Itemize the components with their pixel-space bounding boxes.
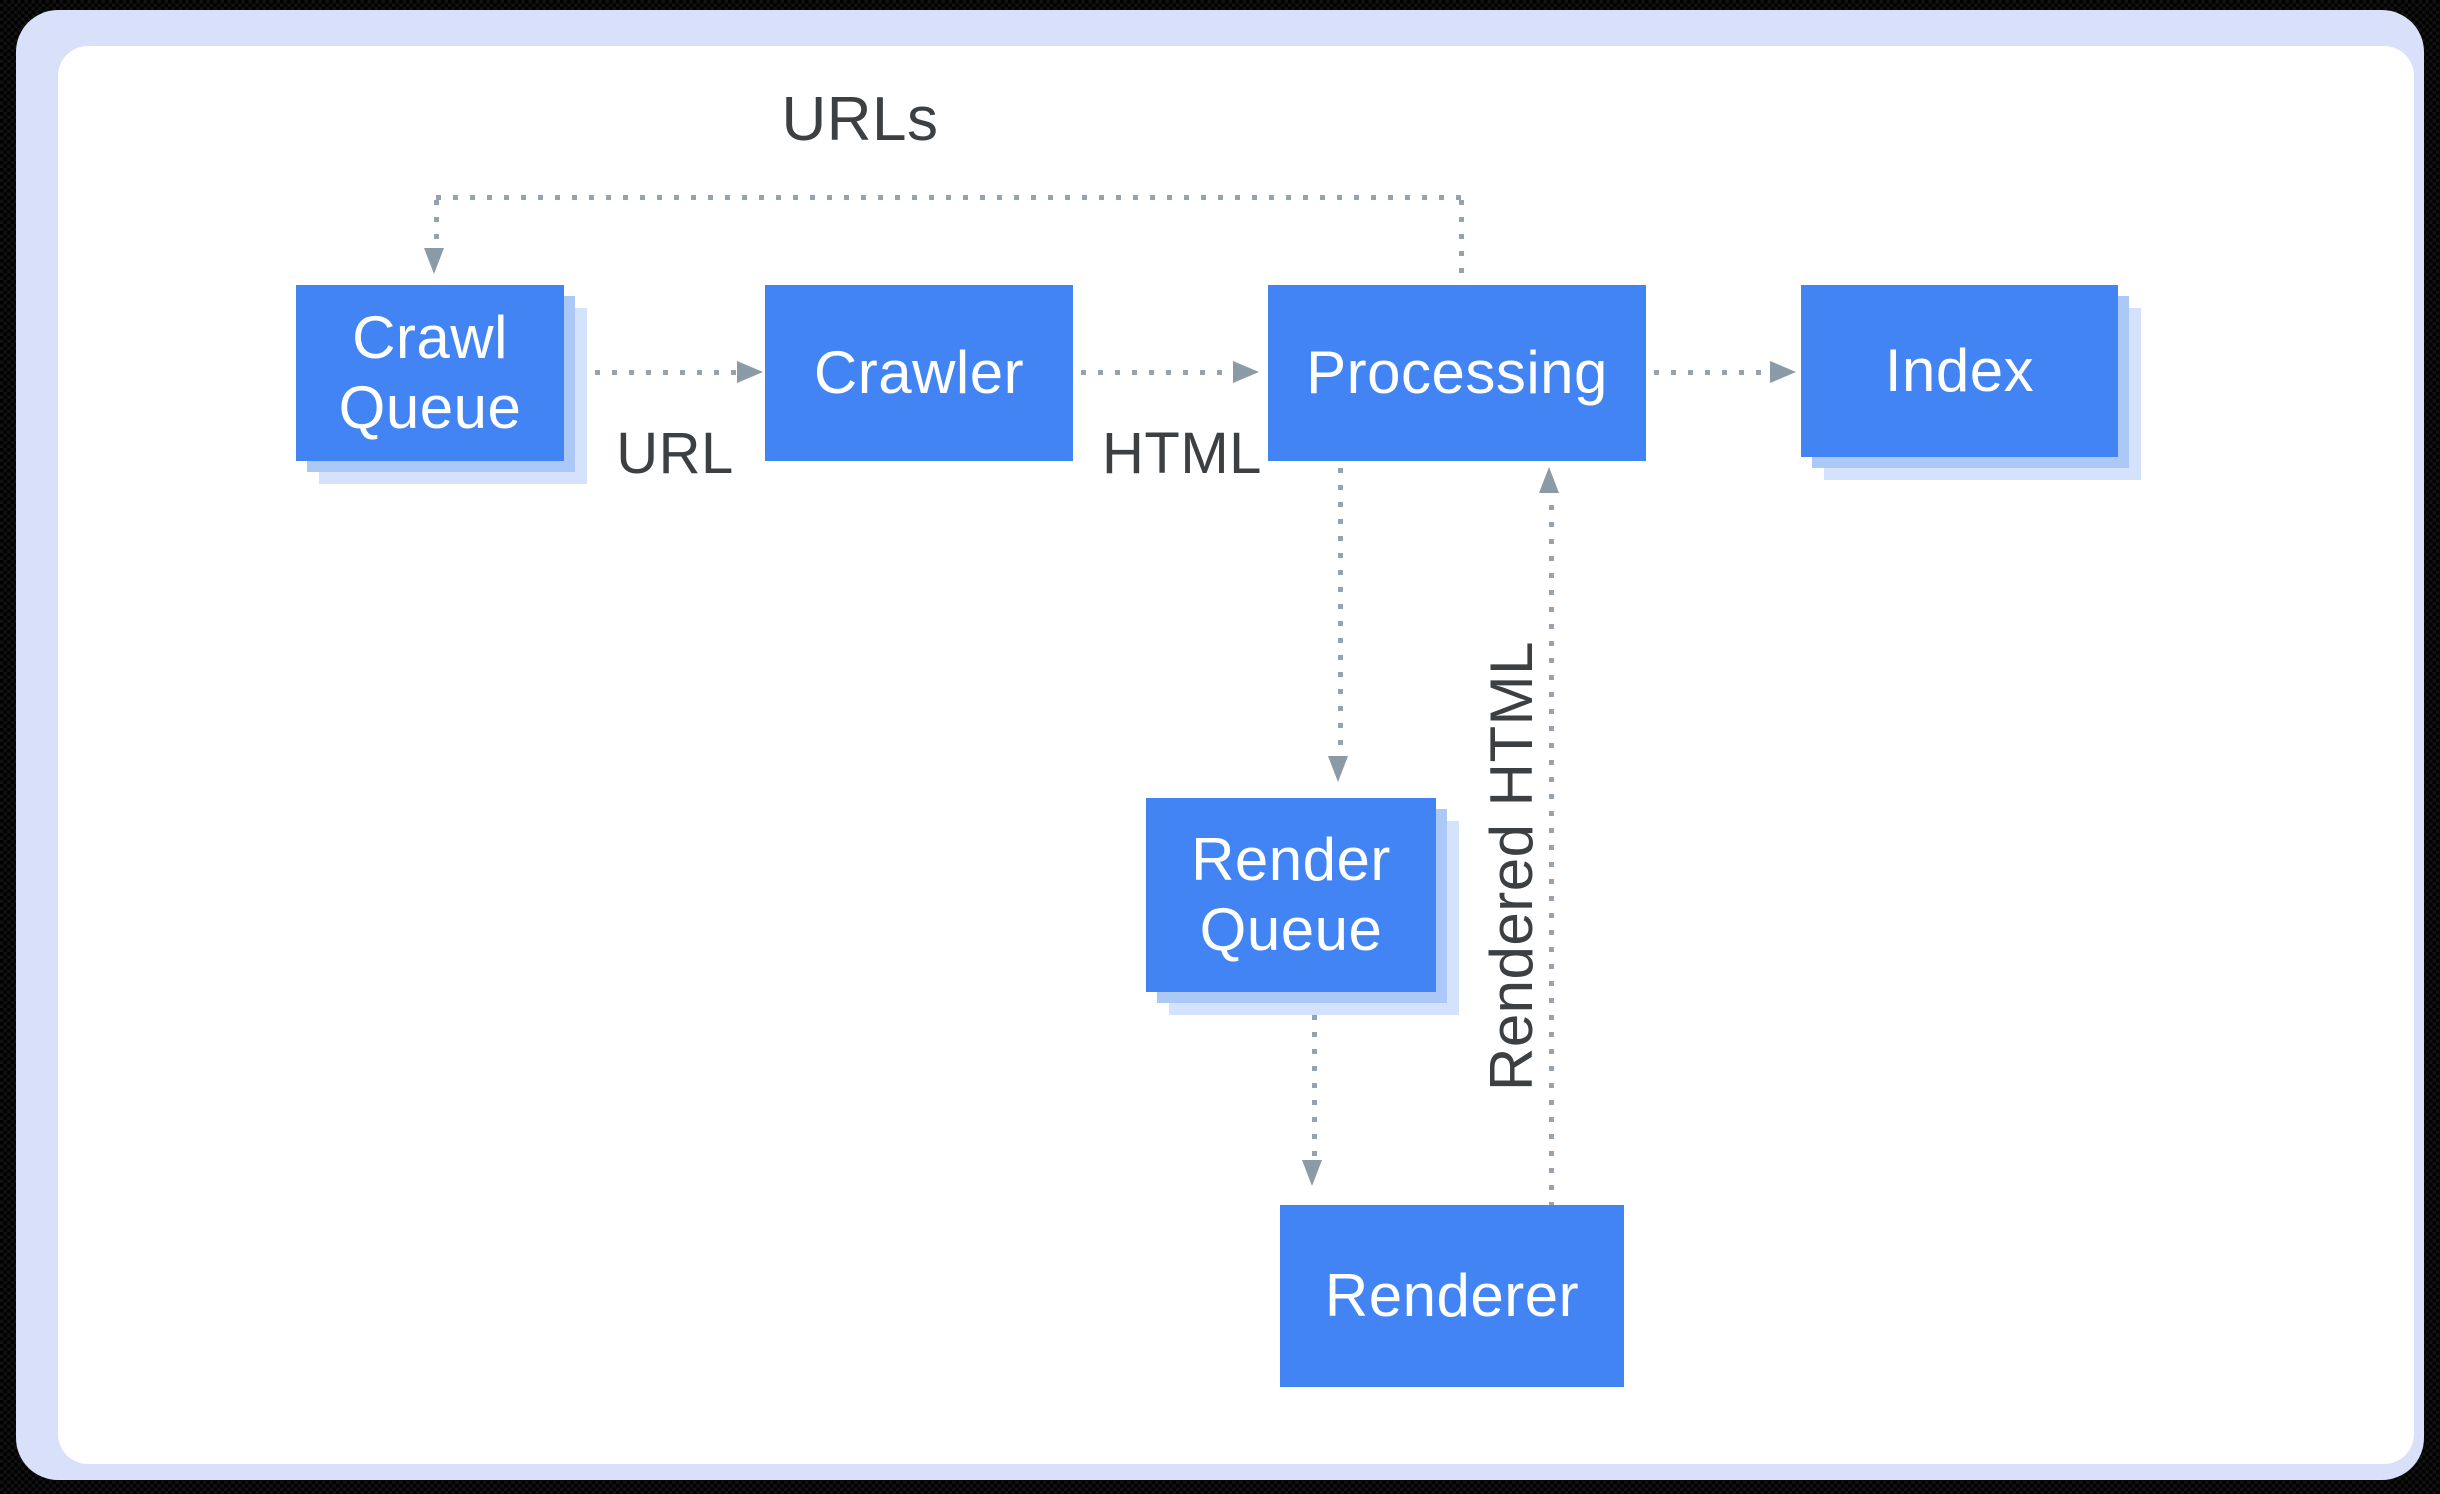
node-render-queue: Render Queue xyxy=(1146,798,1436,992)
arrowhead-into-crawler xyxy=(737,361,763,383)
edge-label-urls: URLs xyxy=(781,85,939,154)
card-frame xyxy=(16,10,2424,1480)
edge-crawl-queue-to-crawler-line xyxy=(578,370,736,375)
edge-processing-to-crawl-queue-left-drop-line xyxy=(434,200,439,244)
node-index: Index xyxy=(1801,285,2118,457)
node-renderer: Renderer xyxy=(1280,1205,1624,1387)
edge-processing-to-index-line xyxy=(1654,370,1766,375)
edge-processing-to-crawl-queue-horizontal-line xyxy=(436,195,1462,200)
edge-label-rendered-html: Rendered HTML xyxy=(1478,640,1545,1092)
arrowhead-into-processing xyxy=(1233,361,1259,383)
edge-crawler-to-processing-line xyxy=(1081,370,1229,375)
arrowhead-into-renderer xyxy=(1302,1160,1322,1186)
node-processing: Processing xyxy=(1268,285,1646,461)
edge-processing-to-crawl-queue-right-rise-line xyxy=(1459,200,1464,285)
arrowhead-into-render-queue xyxy=(1328,756,1348,782)
node-crawl-queue-label: Crawl Queue xyxy=(338,304,522,441)
edge-label-html: HTML xyxy=(1102,421,1262,486)
node-render-queue-label: Render Queue xyxy=(1191,826,1391,963)
arrowhead-into-crawl-queue xyxy=(424,248,444,274)
edge-processing-to-render-queue-line xyxy=(1338,468,1343,752)
diagram-card xyxy=(58,46,2414,1464)
edge-renderer-to-processing-line xyxy=(1549,505,1554,1205)
node-renderer-label: Renderer xyxy=(1324,1262,1580,1330)
node-crawl-queue: Crawl Queue xyxy=(296,285,564,461)
node-index-label: Index xyxy=(1884,337,2035,405)
arrowhead-into-index xyxy=(1770,361,1796,383)
edge-label-url: URL xyxy=(616,421,734,486)
arrowhead-into-processing-bottom xyxy=(1539,467,1559,493)
node-processing-label: Processing xyxy=(1306,339,1608,407)
node-crawler-label: Crawler xyxy=(813,339,1025,407)
edge-render-queue-to-renderer-line xyxy=(1312,998,1317,1156)
node-crawler: Crawler xyxy=(765,285,1073,461)
